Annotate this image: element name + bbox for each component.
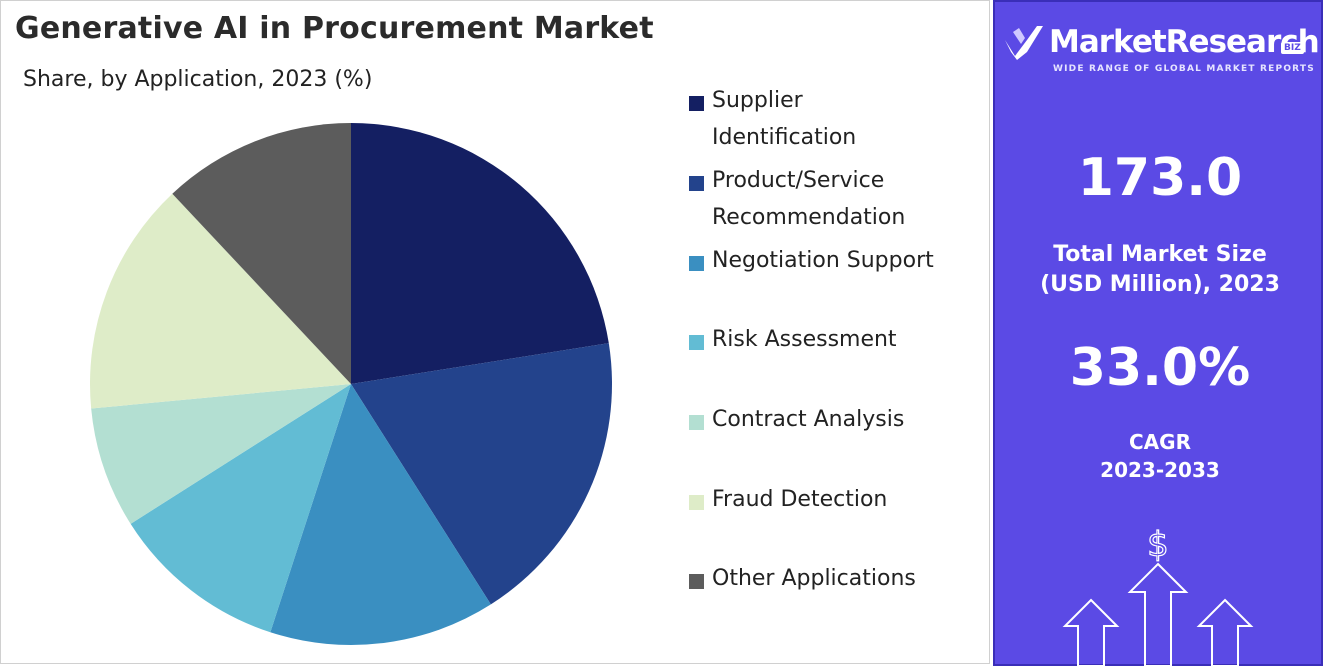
brand-badge: BIZ bbox=[1281, 42, 1304, 54]
pie-slice-other-applications bbox=[172, 123, 351, 384]
growth-arrows-icon: $ bbox=[1062, 524, 1254, 666]
chart-subtitle: Share, by Application, 2023 (%) bbox=[23, 67, 373, 92]
legend-swatch bbox=[689, 96, 704, 111]
market-size-value: 173.0 bbox=[1077, 148, 1243, 208]
pie-slice-fraud-detection bbox=[89, 193, 351, 409]
legend-label: Negotiation Support bbox=[712, 248, 934, 273]
brand-name: MarketResearch bbox=[1049, 24, 1320, 60]
pie-chart bbox=[89, 123, 612, 645]
brand-tagline: WIDE RANGE OF GLOBAL MARKET REPORTS bbox=[1053, 64, 1315, 74]
pie-slice-contract-analysis bbox=[91, 384, 351, 524]
chart-panel: Generative AI in Procurement Market Shar… bbox=[0, 0, 990, 664]
legend-swatch bbox=[689, 256, 704, 271]
market-size-label-line2: (USD Million), 2023 bbox=[1040, 272, 1280, 297]
legend-swatch bbox=[689, 415, 704, 430]
pie-slice-risk-assessment bbox=[130, 384, 351, 633]
legend-swatch bbox=[689, 176, 704, 191]
legend-item: Contract Analysis bbox=[689, 407, 972, 438]
stats-panel: MarketResearch BIZ WIDE RANGE OF GLOBAL … bbox=[993, 0, 1323, 666]
legend-swatch bbox=[689, 574, 704, 589]
cagr-label-line1: CAGR bbox=[1129, 430, 1191, 454]
brand-logo: MarketResearch BIZ WIDE RANGE OF GLOBAL … bbox=[995, 20, 1323, 80]
cagr-value: 33.0% bbox=[1069, 338, 1251, 398]
pie-slice-supplier-identification bbox=[351, 123, 609, 384]
legend-label: Other Applications bbox=[712, 566, 916, 591]
cagr-label-line2: 2023-2033 bbox=[1100, 458, 1220, 482]
legend-item: Negotiation Support bbox=[689, 248, 972, 279]
checkmark-logo-icon bbox=[1005, 26, 1043, 60]
market-size-label-line1: Total Market Size bbox=[1053, 242, 1267, 267]
pie-slice-negotiation-support bbox=[270, 384, 491, 645]
legend-label: Fraud Detection bbox=[712, 487, 888, 512]
chart-title: Generative AI in Procurement Market bbox=[15, 11, 654, 46]
legend-item: Other Applications bbox=[689, 566, 972, 597]
pie-slice-product-service-recommendation bbox=[351, 343, 612, 605]
legend-label: Contract Analysis bbox=[712, 407, 905, 432]
legend-item: Risk Assessment bbox=[689, 327, 972, 358]
legend-label: Risk Assessment bbox=[712, 327, 897, 352]
legend-item: Fraud Detection bbox=[689, 487, 972, 518]
legend-swatch bbox=[689, 335, 704, 350]
svg-text:$: $ bbox=[1147, 525, 1169, 565]
legend-swatch bbox=[689, 495, 704, 510]
